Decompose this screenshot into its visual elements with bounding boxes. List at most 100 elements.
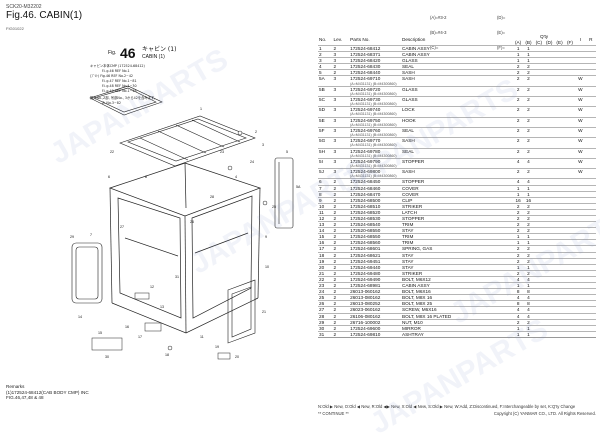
qty-c <box>533 312 545 320</box>
qty-d <box>544 324 555 332</box>
level: 2 <box>332 312 350 320</box>
change-codes-legend: N:Old ▶ New, O:Old ◀ New, R:Old ◀▶ New, … <box>318 404 576 409</box>
level: 2 <box>332 245 350 253</box>
qty-e <box>554 157 565 164</box>
qty-c <box>533 137 545 144</box>
col-header-i: I <box>579 36 581 42</box>
qty-b: 1 <box>523 263 534 271</box>
ref-no: 8 <box>318 190 333 198</box>
interchange-code <box>575 51 586 58</box>
qty-f <box>564 69 576 76</box>
part-number: 26013-080252 <box>349 300 401 307</box>
remark-flag <box>585 116 596 123</box>
remark-flag <box>585 208 596 216</box>
qty-f <box>564 96 576 103</box>
level: 2 <box>332 257 350 265</box>
qty-e <box>554 318 565 326</box>
level: 2 <box>332 44 350 52</box>
level: 3 <box>332 106 350 113</box>
qty-e <box>554 245 565 253</box>
description: BOLT, M6X16 <box>400 288 513 295</box>
qty-f <box>564 57 576 64</box>
part-number: 172524-68450 <box>349 178 401 186</box>
qty-d <box>544 300 555 307</box>
ref-no: 19 <box>318 257 333 265</box>
remark-flag <box>585 57 596 64</box>
interchange-code <box>575 245 586 253</box>
qty-d <box>544 85 555 92</box>
qty-e <box>554 214 565 222</box>
qty-e <box>554 44 565 52</box>
qty-a: 4 <box>512 178 524 186</box>
diagram-note: F.i.g.49 REF No.1~18 <box>102 89 137 93</box>
callout-label: 5A <box>296 185 301 189</box>
level: 2 <box>332 227 350 234</box>
description: BOLT, M8X 16 <box>400 294 513 301</box>
qty-d <box>544 233 555 240</box>
remark-flag <box>585 239 596 246</box>
level: 2 <box>332 184 350 192</box>
qty-a: 2 <box>512 245 524 253</box>
qty-d <box>544 157 555 164</box>
qty-a: 2 <box>512 257 524 265</box>
table-row-serial-range: (A=M431131) (B=M4300860) <box>318 92 596 97</box>
diagram-note: (ﾌﾞﾂﾄ) Fig.46 REF No.2~42 <box>90 74 133 78</box>
interchange-code: W <box>575 168 586 175</box>
qty-e <box>554 233 565 240</box>
qty-a: 2 <box>512 75 524 82</box>
col-header-no: No. <box>319 36 327 42</box>
qty-c <box>533 282 545 289</box>
qty-a: 2 <box>512 208 524 216</box>
part-number: 172524-69790 <box>349 157 401 164</box>
remark-flag <box>585 324 596 332</box>
part-number: 172524-69740 <box>349 106 401 113</box>
part-number: 172524-68412 <box>349 44 401 52</box>
interchange-code <box>575 275 586 283</box>
qty-e <box>554 137 565 144</box>
qty-a: 2 <box>512 221 524 228</box>
qty-f <box>564 157 576 164</box>
remark-flag <box>585 106 596 113</box>
qty-f <box>564 85 576 92</box>
col-header-c: (C) <box>535 39 543 45</box>
level: 2 <box>332 214 350 222</box>
part-number: 26716-100002 <box>349 318 401 326</box>
ref-no: 30 <box>318 324 333 332</box>
qty-f <box>564 190 576 198</box>
qty-f <box>564 202 576 210</box>
description: TRIM <box>400 221 513 228</box>
table-row-serial-range: (A=M431131) (B=M4300860) <box>318 164 596 169</box>
document-code: SCK20-M32202 <box>6 4 42 10</box>
col-header-d: (D) <box>545 39 553 45</box>
qty-b: 16 <box>523 196 534 204</box>
qty-c <box>533 85 545 92</box>
callout-label: 25 <box>272 205 276 209</box>
qty-d <box>544 196 555 204</box>
ref-no: 7 <box>318 184 333 192</box>
callout-label: 30 <box>105 355 109 359</box>
remark-flag <box>585 69 596 76</box>
remarks-line: FIG.46,47,48 & 48 <box>6 395 44 401</box>
ref-no: 5F <box>318 126 333 134</box>
qty-e <box>554 275 565 283</box>
qty-b: 1 <box>523 239 534 246</box>
interchange-code <box>575 221 586 228</box>
ref-no: 21 <box>318 269 333 277</box>
qty-c <box>533 57 545 64</box>
level: 2 <box>332 282 350 289</box>
qty-d <box>544 288 555 295</box>
qty-b: 2 <box>523 147 534 154</box>
qty-d <box>544 126 555 134</box>
callout-label: 27 <box>120 225 124 229</box>
qty-a: 1 <box>512 184 524 192</box>
diagram-note: F.i.g.46 REF No.1 <box>102 69 130 73</box>
